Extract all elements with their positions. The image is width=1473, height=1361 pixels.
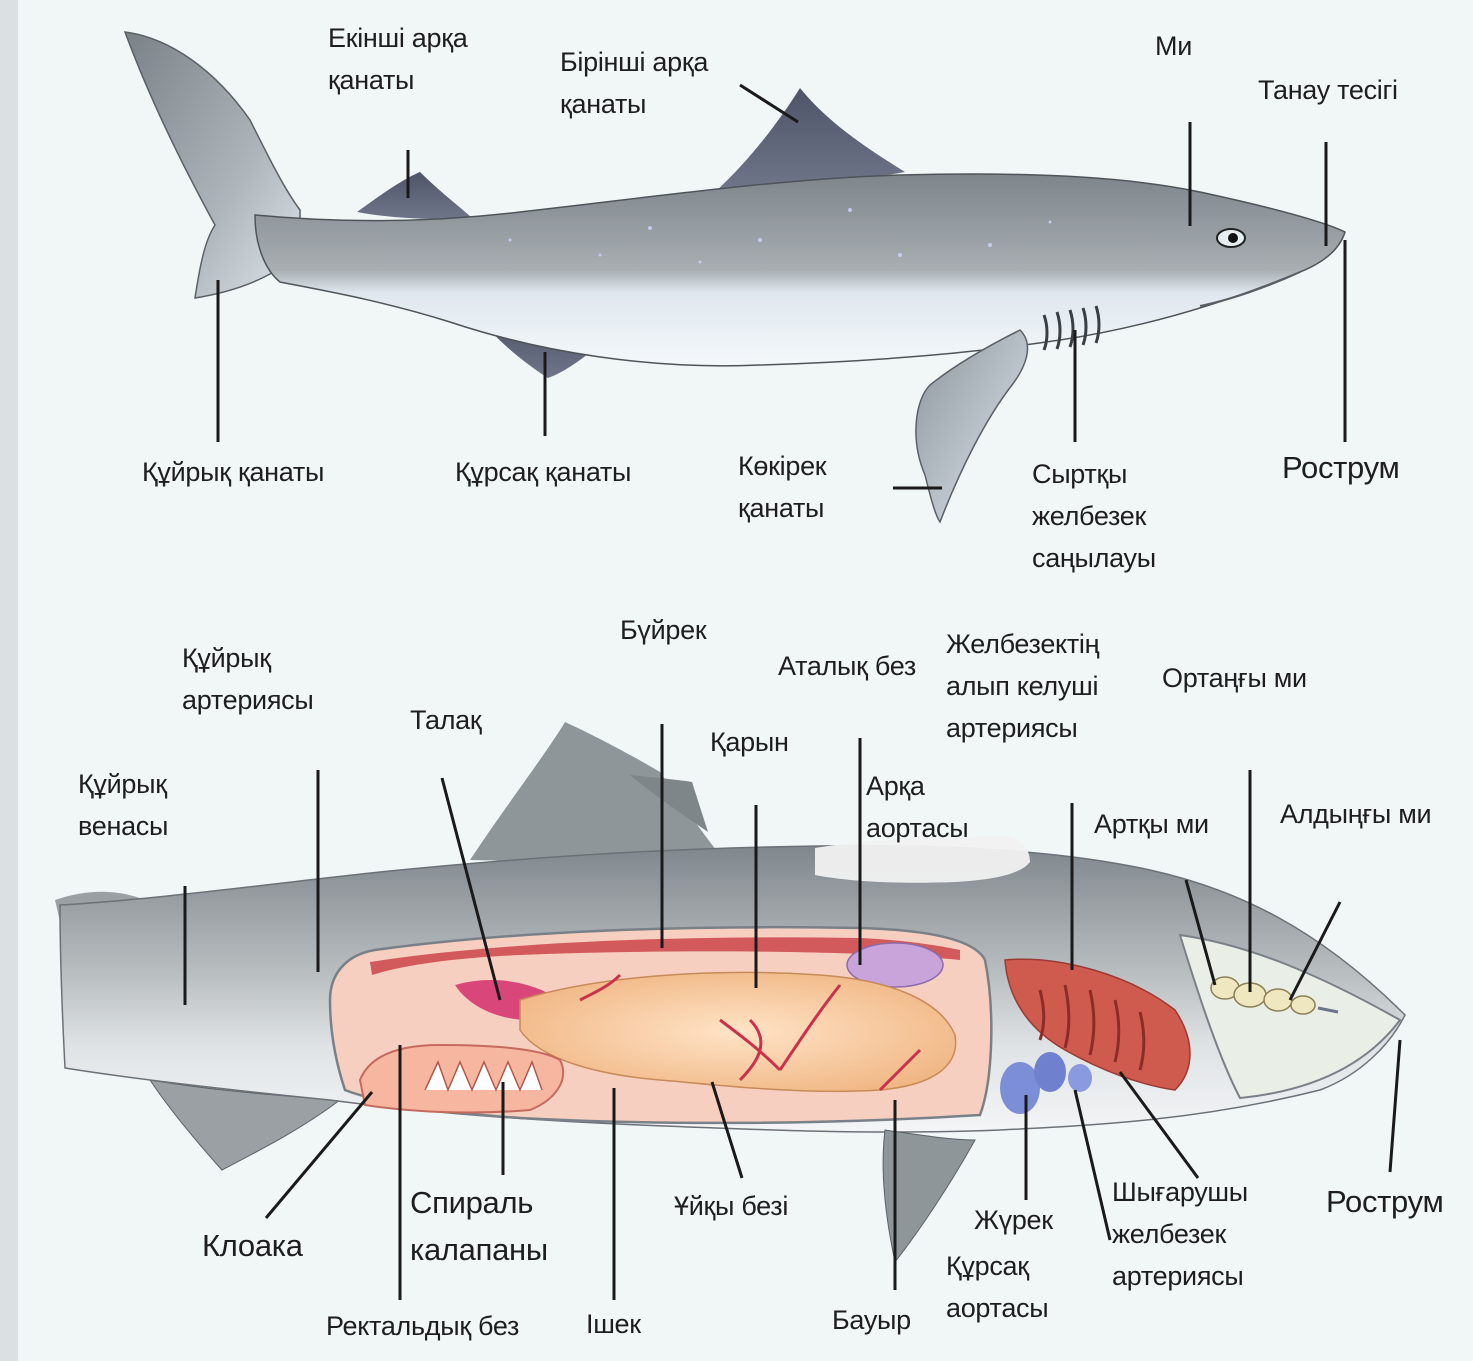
label-brain: Ми — [1155, 26, 1192, 68]
label-pectoral-fin: Көкірек қанаты — [738, 446, 826, 530]
label-nostril: Танау тесігі — [1258, 70, 1398, 112]
label-rectal-gland: Ректальдық без — [326, 1306, 519, 1348]
label-tail-fin: Құйрық қанаты — [142, 452, 324, 494]
label-testis: Аталық без — [778, 646, 916, 688]
label-heart: Жүрек — [974, 1200, 1053, 1242]
label-efferent-gill-artery: Шығарушы желбезек артериясы — [1112, 1172, 1248, 1298]
label-stomach: Қарын — [710, 722, 789, 764]
internal-lower-fin-shape — [883, 1130, 975, 1262]
label-pancreas: Ұйқы безі — [674, 1186, 788, 1228]
pectoral-fin-shape — [916, 330, 1028, 522]
second-dorsal-fin-shape — [357, 172, 472, 219]
label-dorsal-aorta: Арқа аортасы — [866, 766, 968, 850]
label-midbrain: Ортаңғы ми — [1162, 658, 1307, 700]
label-afferent-gill-artery: Желбезектің алып келуші артериясы — [946, 624, 1099, 750]
label-kidney: Бүйрек — [620, 610, 706, 652]
label-cloaca: Клоака — [202, 1222, 303, 1270]
label-rostrum-external: Рострум — [1282, 444, 1400, 492]
label-caudal-artery: Құйрық артериясы — [182, 638, 313, 722]
label-forebrain: Алдыңғы ми — [1280, 794, 1431, 836]
label-spiral-valve: Спираль калапаны — [410, 1180, 548, 1273]
label-liver: Бауыр — [832, 1300, 911, 1342]
external-shark — [125, 32, 1345, 522]
label-rostrum-internal: Рострум — [1326, 1178, 1444, 1226]
label-first-dorsal-fin: Бірінші арқа қанаты — [560, 42, 708, 126]
label-caudal-vein: Құйрық венасы — [78, 764, 168, 848]
label-hindbrain: Артқы ми — [1094, 804, 1209, 846]
label-ventral-aorta: Құрсақ аортасы — [946, 1246, 1048, 1330]
label-gill-slits: Сыртқы желбезек саңылауы — [1032, 454, 1156, 580]
label-spleen: Талақ — [410, 700, 481, 742]
label-second-dorsal-fin: Екінші арқа қанаты — [328, 18, 467, 102]
label-pelvic-fin: Құрсақ қанаты — [455, 452, 631, 494]
label-intestine: Ішек — [586, 1304, 641, 1346]
